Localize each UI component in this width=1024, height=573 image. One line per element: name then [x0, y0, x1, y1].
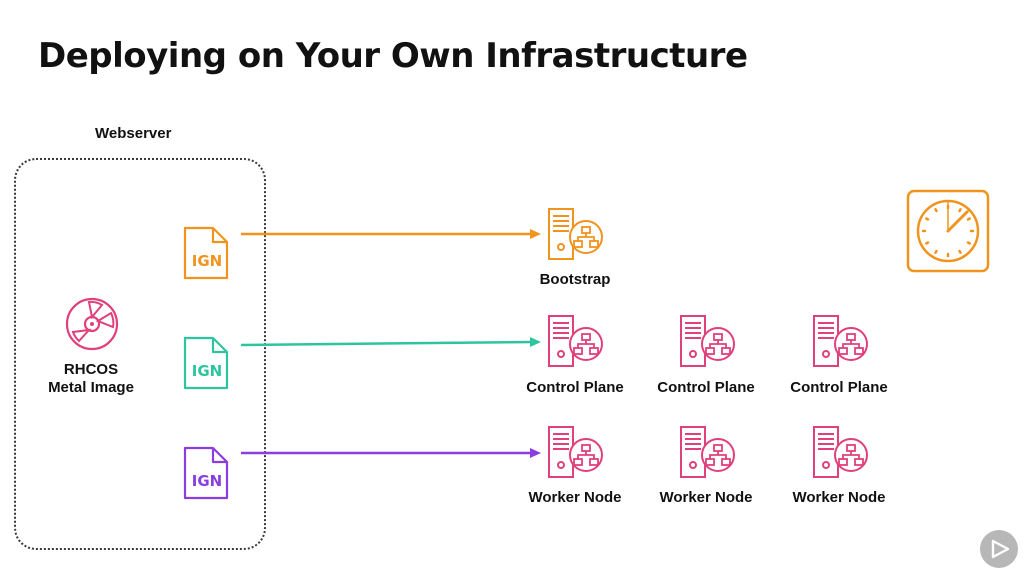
slide-title: Deploying on Your Own Infrastructure — [38, 36, 748, 76]
ign-file-label-bootstrap: IGN — [191, 252, 223, 270]
server-network-icon — [545, 424, 605, 484]
rhcos-label-line1: RHCOS — [63, 361, 119, 378]
node-label-control-plane-2: Control Plane — [657, 379, 755, 396]
server-network-icon — [810, 424, 870, 484]
arrow-bootstrap — [241, 229, 541, 239]
server-network-icon — [677, 424, 737, 484]
ign-file-label-control: IGN — [191, 362, 223, 380]
arrow-worker — [241, 448, 541, 458]
file-icon — [183, 336, 229, 390]
file-icon — [183, 446, 229, 500]
rhcos-image-label: RHCOS Metal Image — [36, 361, 146, 397]
node-label-control-plane-1: Control Plane — [526, 379, 624, 396]
node-label-bootstrap: Bootstrap — [539, 271, 611, 288]
timer-icon — [906, 189, 990, 273]
node-label-worker-3: Worker Node — [792, 489, 886, 506]
webserver-label: Webserver — [95, 125, 172, 142]
play-icon — [991, 539, 1010, 559]
server-network-icon — [545, 313, 605, 373]
server-network-icon — [677, 313, 737, 373]
file-icon — [183, 226, 229, 280]
ign-file-label-worker: IGN — [191, 472, 223, 490]
webserver-container — [14, 158, 266, 550]
server-network-icon — [810, 313, 870, 373]
node-label-worker-2: Worker Node — [659, 489, 753, 506]
disc-icon — [65, 297, 119, 351]
arrow-control-plane — [240, 337, 541, 347]
node-label-worker-1: Worker Node — [528, 489, 622, 506]
server-network-icon — [545, 206, 605, 266]
rhcos-label-line2: Metal Image — [48, 379, 134, 396]
node-label-control-plane-3: Control Plane — [790, 379, 888, 396]
play-button[interactable] — [980, 530, 1018, 568]
